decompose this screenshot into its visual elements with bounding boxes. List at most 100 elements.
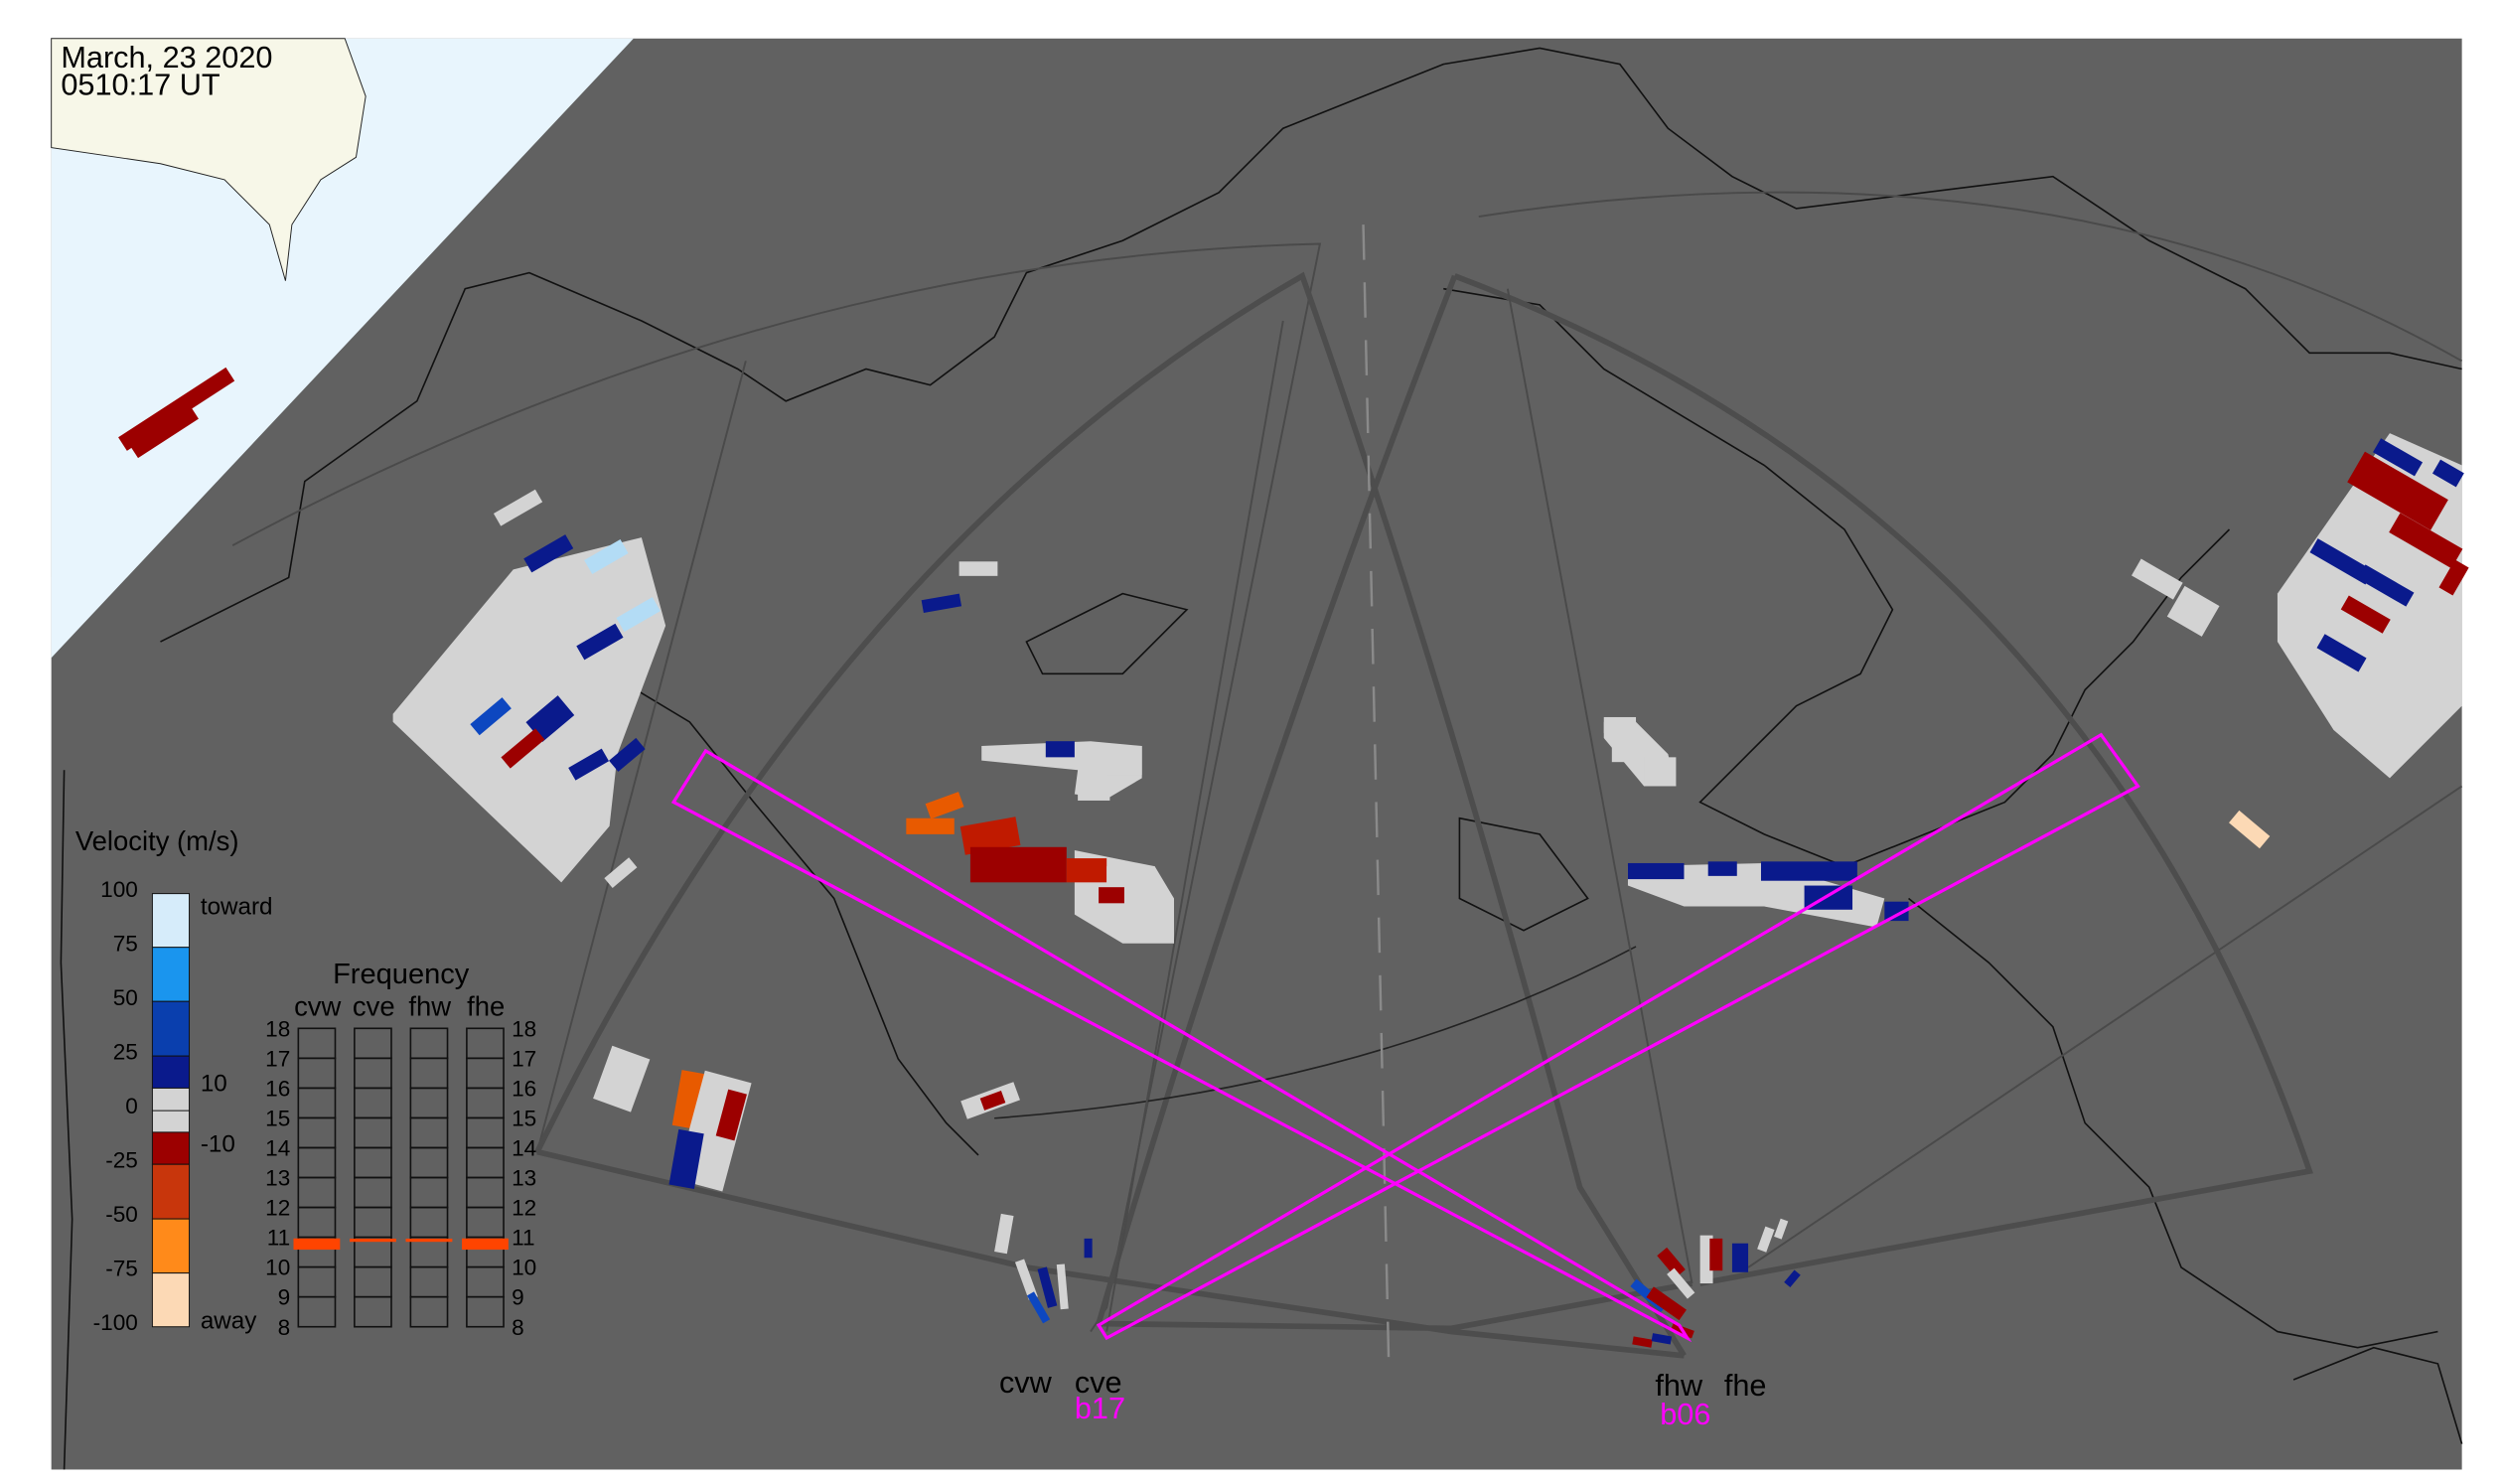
echo-cell bbox=[1760, 861, 1857, 881]
fan-outlines bbox=[231, 191, 2463, 1359]
echo-cell bbox=[1106, 866, 1155, 883]
echo-cell bbox=[1106, 746, 1142, 776]
echo-cell bbox=[523, 534, 574, 573]
beam-label-cve: b17 bbox=[1075, 1391, 1125, 1425]
frequency-tick-label: 15 bbox=[512, 1106, 536, 1130]
velocity-tick-label: -100 bbox=[93, 1310, 138, 1335]
colorbar-segment bbox=[151, 1163, 191, 1220]
coastlines bbox=[60, 47, 2463, 1470]
echo-cell bbox=[921, 593, 962, 614]
frequency-tick-label: 18 bbox=[265, 1016, 290, 1041]
beam-outlines bbox=[670, 732, 2140, 1343]
echo-cell bbox=[979, 1091, 1006, 1111]
frequency-radar-label: fhw bbox=[408, 990, 451, 1021]
frequency-tick-label: 17 bbox=[265, 1046, 290, 1071]
echo-cell bbox=[2431, 459, 2464, 488]
fan-fhw-west-edge bbox=[1096, 274, 1458, 1325]
frequency-tick-label: 8 bbox=[512, 1315, 524, 1340]
beam-label-fhw: b06 bbox=[1660, 1397, 1710, 1431]
echo-cell bbox=[925, 792, 964, 819]
echo-cell bbox=[1757, 1226, 1775, 1253]
velocity-legend-title: Velocity (m/s) bbox=[75, 825, 239, 856]
land-region bbox=[51, 38, 367, 281]
colorbar-segment bbox=[151, 1055, 191, 1089]
colorbar-segment bbox=[151, 893, 191, 949]
echo-cell bbox=[1066, 858, 1107, 883]
fan-fhe-west-edge bbox=[1506, 288, 1693, 1284]
frequency-tick-label: 12 bbox=[512, 1196, 536, 1221]
echo-cell bbox=[568, 748, 610, 781]
frequency-marker bbox=[293, 1238, 341, 1251]
echo-cell bbox=[525, 695, 575, 742]
velocity-tick-label: -25 bbox=[105, 1147, 138, 1172]
beam-cve-b17 bbox=[1096, 732, 2140, 1341]
frequency-radar-label: cve bbox=[353, 990, 395, 1021]
date-label: March, 23 2020 bbox=[61, 40, 272, 74]
echo-cell bbox=[584, 538, 629, 574]
fan-cvw-outline bbox=[231, 242, 1322, 1333]
velocity-tick-label: -75 bbox=[105, 1256, 138, 1280]
echo-cell bbox=[1045, 741, 1075, 758]
echo-cell bbox=[501, 728, 545, 769]
echo-cell bbox=[715, 1089, 747, 1141]
fan-cve-east-edge bbox=[1105, 320, 1284, 1332]
site-label-fhw: fhw bbox=[1655, 1368, 1703, 1403]
colorbar-segment bbox=[151, 1272, 191, 1328]
echo-cell bbox=[2309, 538, 2374, 585]
site-label-fhe: fhe bbox=[1724, 1368, 1767, 1403]
site-label-cve: cve bbox=[1075, 1365, 1122, 1400]
fan-cve-outline bbox=[534, 271, 1687, 1358]
frequency-marker bbox=[350, 1238, 396, 1243]
velocity-tick-label: 25 bbox=[113, 1039, 138, 1064]
frequency-tick-label: 9 bbox=[512, 1285, 524, 1310]
echo-cell bbox=[2438, 559, 2469, 596]
frequency-tick-label: 11 bbox=[512, 1226, 534, 1251]
echo-cell bbox=[668, 1128, 704, 1190]
velocity-tick-label: 75 bbox=[113, 931, 138, 956]
frequency-tick-label: 16 bbox=[512, 1076, 536, 1101]
frequency-tick-label: 9 bbox=[278, 1285, 291, 1310]
velocity-tick-label: -50 bbox=[105, 1202, 138, 1227]
fan-inner-arc bbox=[994, 946, 1637, 1119]
echo-cell bbox=[1611, 746, 1645, 763]
echo-cell bbox=[118, 367, 235, 451]
frequency-tick-label: 13 bbox=[265, 1166, 290, 1191]
echo-cell bbox=[130, 406, 199, 459]
ocean-region bbox=[51, 38, 634, 659]
echo-cell bbox=[2132, 558, 2183, 600]
frequency-tick-label: 14 bbox=[512, 1136, 536, 1161]
fan-fhe-outline bbox=[1478, 191, 2463, 1268]
velocity-tick-label: 100 bbox=[100, 877, 138, 902]
minus-threshold-label: -10 bbox=[201, 1131, 235, 1158]
echo-cell bbox=[1651, 1333, 1673, 1345]
echo-cell bbox=[1646, 1286, 1687, 1321]
radar-echoes bbox=[118, 367, 2469, 1348]
frequency-radar-label: cvw bbox=[294, 990, 341, 1021]
echo-cell bbox=[2166, 585, 2220, 637]
echo-cell bbox=[1709, 1238, 1723, 1271]
frequency-radar-label: fhe bbox=[467, 990, 505, 1021]
site-label-cvw: cvw bbox=[999, 1365, 1053, 1400]
echo-cell bbox=[1014, 1259, 1038, 1300]
echo-cell bbox=[2347, 451, 2448, 530]
echo-cell bbox=[1774, 1218, 1789, 1240]
frequency-tick-label: 16 bbox=[265, 1076, 290, 1101]
echo-cell bbox=[1707, 861, 1737, 876]
colorbar-segment bbox=[151, 1000, 191, 1057]
frequency-tick-label: 11 bbox=[267, 1226, 290, 1251]
time-label: 0510:17 UT bbox=[61, 67, 221, 101]
echo-cell bbox=[1078, 775, 1110, 801]
echo-cell bbox=[994, 1213, 1014, 1255]
meridian-dashed-line bbox=[1362, 224, 1391, 1372]
frequency-cell bbox=[466, 1295, 505, 1328]
beam-fhw-b06 bbox=[670, 748, 1693, 1343]
toward-label: toward bbox=[201, 894, 273, 921]
echo-cell bbox=[1644, 757, 1677, 787]
echo-region bbox=[1627, 862, 1885, 928]
frequency-tick-label: 14 bbox=[265, 1136, 290, 1161]
echo-cell bbox=[593, 1045, 651, 1113]
frequency-cell bbox=[409, 1295, 449, 1328]
away-label: away bbox=[201, 1307, 257, 1334]
